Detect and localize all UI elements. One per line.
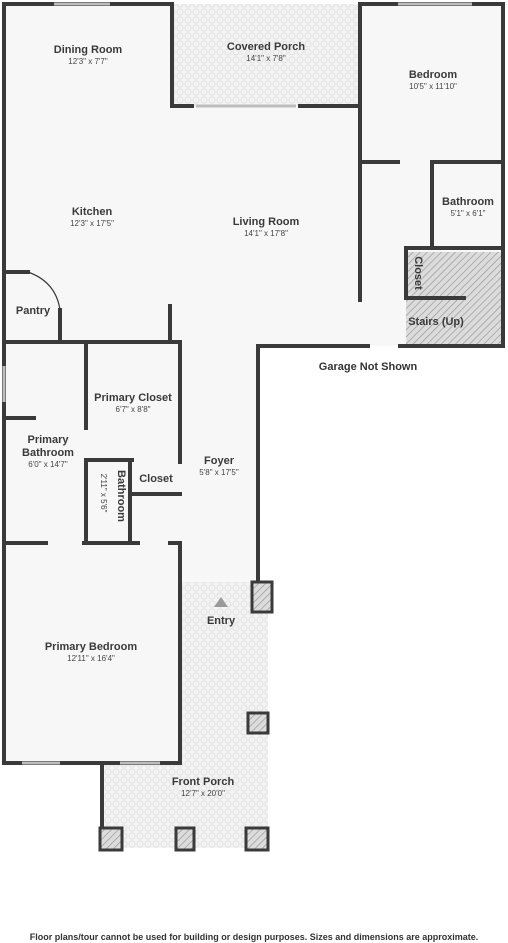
dining-room-label: Dining Room xyxy=(54,44,123,56)
small-bathroom-dim: 2'11" x 5'6" xyxy=(99,474,108,513)
covered-porch-dim: 14'1" x 7'8" xyxy=(246,54,286,63)
floor-fills xyxy=(4,4,503,848)
stairs-label: Stairs (Up) xyxy=(408,316,464,328)
primary-closet-label: Primary Closet xyxy=(94,392,172,404)
covered-porch-floor xyxy=(172,4,360,106)
foyer-label: Foyer xyxy=(204,455,235,467)
pantry-label: Pantry xyxy=(16,305,51,317)
front-porch-label: Front Porch xyxy=(172,776,235,788)
room-labels: Dining Room 12'3" x 7'7" Covered Porch 1… xyxy=(16,41,494,942)
small-bathroom-label: Bathroom xyxy=(115,470,127,522)
closet-label: Closet xyxy=(412,256,424,290)
front-porch-dim: 12'7" x 20'0" xyxy=(181,789,225,798)
front-porch-floor xyxy=(102,582,268,848)
bathroom-dim: 5'1" x 6'1" xyxy=(451,209,486,218)
primary-bathroom-label-line2: Bathroom xyxy=(22,447,74,459)
pantry-door-swing xyxy=(27,271,61,311)
kitchen-label: Kitchen xyxy=(72,206,113,218)
primary-bedroom-dim: 12'11" x 16'4" xyxy=(67,654,115,663)
bathroom-label: Bathroom xyxy=(442,196,494,208)
bedroom-dim: 10'5" x 11'10" xyxy=(409,82,457,91)
kitchen-dim: 12'3" x 17'5" xyxy=(70,219,114,228)
primary-closet-dim: 6'7" x 8'8" xyxy=(116,405,151,414)
dining-room-dim: 12'3" x 7'7" xyxy=(68,57,108,66)
primary-bathroom-dim: 6'0" x 14'7" xyxy=(28,460,68,469)
disclaimer-text: Floor plans/tour cannot be used for buil… xyxy=(30,932,479,942)
windows xyxy=(2,2,472,765)
primary-bathroom-label-line1: Primary xyxy=(28,434,70,446)
entry-arrow-icon xyxy=(214,597,228,607)
living-room-label: Living Room xyxy=(233,216,300,228)
covered-porch-label: Covered Porch xyxy=(227,41,306,53)
porch-posts xyxy=(98,580,274,852)
entry-label: Entry xyxy=(207,615,236,627)
small-closet-label: Closet xyxy=(139,473,173,485)
foyer-dim: 5'8" x 17'5" xyxy=(199,468,239,477)
primary-bedroom-label: Primary Bedroom xyxy=(45,641,138,653)
living-room-dim: 14'1" x 17'8" xyxy=(244,229,288,238)
garage-note: Garage Not Shown xyxy=(319,361,418,373)
bedroom-label: Bedroom xyxy=(409,69,458,81)
